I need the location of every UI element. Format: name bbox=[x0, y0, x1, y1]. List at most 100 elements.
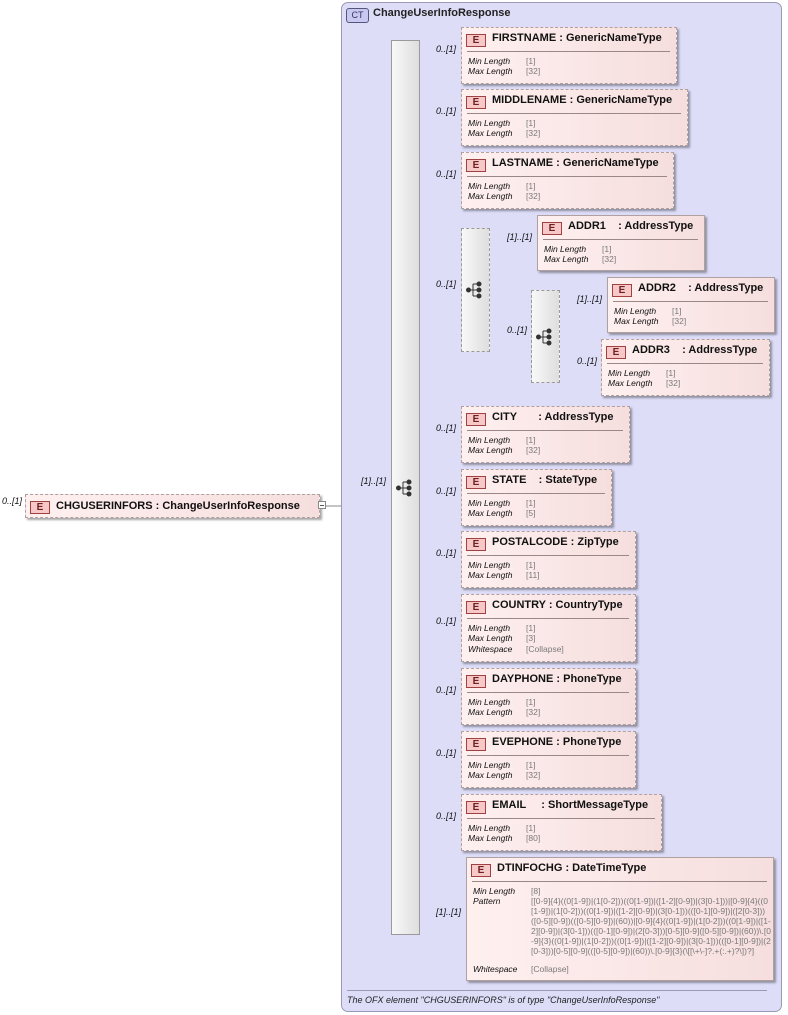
element-email[interactable]: E EMAIL : ShortMessageType Min Length [1… bbox=[461, 794, 662, 851]
element-label: COUNTRY : CountryType bbox=[492, 599, 623, 611]
element-multiplicity: 0..[1] bbox=[436, 169, 457, 179]
element-state[interactable]: E STATE : StateType Min Length [1] Max L… bbox=[461, 469, 612, 526]
facet-value: [1] bbox=[602, 244, 612, 254]
facet-name: Min Length bbox=[608, 368, 651, 378]
group-multiplicity: 0..[1] bbox=[507, 325, 528, 335]
facet-name: Max Length bbox=[468, 770, 513, 780]
element-multiplicity: 0..[1] bbox=[436, 106, 457, 116]
facet-name: Min Length bbox=[468, 697, 511, 707]
element-label: EMAIL : ShortMessageType bbox=[492, 799, 649, 811]
element-multiplicity: 0..[1] bbox=[436, 44, 457, 54]
facet-value: [32] bbox=[666, 378, 681, 388]
facet-name: Max Length bbox=[468, 508, 513, 518]
element-postalcode[interactable]: E POSTALCODE : ZipType Min Length [1] Ma… bbox=[461, 531, 636, 588]
facet-value: [1] bbox=[526, 498, 536, 508]
element-middlename[interactable]: E MIDDLENAME : GenericNameType Min Lengt… bbox=[461, 89, 688, 146]
facet-name: Max Length bbox=[468, 191, 513, 201]
facet-value: [32] bbox=[602, 254, 617, 264]
element-multiplicity: 0..[1] bbox=[436, 486, 457, 496]
element-addr3[interactable]: E ADDR3 : AddressType Min Length [1] Max… bbox=[601, 339, 770, 396]
facet-name: Max Length bbox=[468, 66, 513, 76]
element-multiplicity: 0..[1] bbox=[436, 548, 457, 558]
facet-name: Min Length bbox=[468, 56, 511, 66]
root-element-chguserinfors[interactable]: E CHGUSERINFORS : ChangeUserInfoResponse bbox=[25, 494, 320, 518]
facet-name: Max Length bbox=[468, 445, 513, 455]
address-subgroup-compositor[interactable] bbox=[531, 290, 560, 383]
element-badge: E bbox=[466, 738, 486, 751]
element-badge: E bbox=[466, 601, 486, 614]
element-badge: E bbox=[466, 675, 486, 688]
complex-type-name: ChangeUserInfoResponse bbox=[373, 7, 511, 19]
facet-value: [1] bbox=[526, 118, 536, 128]
group-multiplicity: 0..[1] bbox=[436, 279, 457, 289]
facet-value: [11] bbox=[526, 570, 540, 580]
facet-value: [32] bbox=[526, 445, 541, 455]
facet-name: Min Length bbox=[468, 498, 511, 508]
facet-name: Min Length bbox=[468, 435, 511, 445]
element-badge: E bbox=[471, 864, 491, 877]
sequence-compositor[interactable] bbox=[391, 40, 420, 935]
sequence-multiplicity: [1]..[1] bbox=[361, 476, 387, 486]
facet-value: [5] bbox=[526, 508, 536, 518]
facet-value: [Collapse] bbox=[531, 964, 569, 974]
sequence-icon bbox=[395, 479, 411, 496]
facet-name: Min Length bbox=[468, 181, 511, 191]
element-multiplicity: 0..[1] bbox=[436, 423, 457, 433]
facet-value: [80] bbox=[526, 833, 541, 843]
facet-name: Pattern bbox=[473, 896, 501, 906]
element-dtinfochg[interactable]: E DTINFOCHG : DateTimeType Min Length [8… bbox=[466, 857, 774, 981]
element-badge: E bbox=[466, 538, 486, 551]
element-firstname[interactable]: E FIRSTNAME : GenericNameType Min Length… bbox=[461, 27, 677, 84]
element-badge: E bbox=[542, 222, 562, 235]
facet-name: Max Length bbox=[468, 128, 513, 138]
facet-name: Max Length bbox=[544, 254, 589, 264]
root-element-label: CHGUSERINFORS : ChangeUserInfoResponse bbox=[56, 500, 300, 512]
facet-value: [1] bbox=[666, 368, 676, 378]
facet-value: [1] bbox=[526, 560, 536, 570]
element-dayphone[interactable]: E DAYPHONE : PhoneType Min Length [1] Ma… bbox=[461, 668, 636, 725]
element-country[interactable]: E COUNTRY : CountryType Min Length [1] M… bbox=[461, 594, 636, 662]
address-group-compositor[interactable] bbox=[461, 228, 490, 352]
element-multiplicity: [1]..[1] bbox=[507, 232, 533, 242]
facet-name: Max Length bbox=[608, 378, 653, 388]
element-label: ADDR1 : AddressType bbox=[568, 220, 694, 232]
element-badge: E bbox=[612, 284, 632, 297]
facet-name: Min Length bbox=[473, 886, 516, 896]
element-city[interactable]: E CITY : AddressType Min Length [1] Max … bbox=[461, 406, 630, 463]
element-badge: E bbox=[466, 413, 486, 426]
facet-value: [3] bbox=[526, 633, 536, 643]
facet-value: [1] bbox=[526, 181, 536, 191]
facet-name: Min Length bbox=[614, 306, 657, 316]
element-multiplicity: [1]..[1] bbox=[577, 294, 603, 304]
facet-value: [8] bbox=[531, 886, 541, 896]
element-multiplicity: 0..[1] bbox=[436, 748, 457, 758]
facet-value: [32] bbox=[526, 707, 541, 717]
element-addr2[interactable]: E ADDR2 : AddressType Min Length [1] Max… bbox=[607, 277, 775, 333]
facet-name: Min Length bbox=[544, 244, 587, 254]
sequence-icon bbox=[535, 328, 551, 345]
complex-type-badge: CT bbox=[346, 8, 369, 23]
element-multiplicity: 0..[1] bbox=[577, 356, 598, 366]
facet-value: [1] bbox=[672, 306, 682, 316]
element-multiplicity: 0..[1] bbox=[436, 811, 457, 821]
facet-name: Max Length bbox=[468, 570, 513, 580]
facet-value: [Collapse] bbox=[526, 644, 564, 654]
facet-value: [1] bbox=[526, 435, 536, 445]
element-evephone[interactable]: E EVEPHONE : PhoneType Min Length [1] Ma… bbox=[461, 731, 636, 788]
element-label: ADDR3 : AddressType bbox=[632, 344, 758, 356]
facet-value: [1] bbox=[526, 56, 536, 66]
footer-description: The OFX element "CHGUSERINFORS" is of ty… bbox=[347, 995, 660, 1005]
element-addr1[interactable]: E ADDR1 : AddressType Min Length [1] Max… bbox=[537, 215, 705, 271]
facet-value: [1] bbox=[526, 697, 536, 707]
element-label: STATE : StateType bbox=[492, 474, 598, 486]
sequence-icon bbox=[465, 281, 481, 299]
facet-value: [1] bbox=[526, 760, 536, 770]
element-multiplicity: [1]..[1] bbox=[436, 907, 462, 917]
facet-name: Min Length bbox=[468, 760, 511, 770]
element-lastname[interactable]: E LASTNAME : GenericNameType Min Length … bbox=[461, 152, 674, 209]
element-label: MIDDLENAME : GenericNameType bbox=[492, 94, 673, 106]
root-multiplicity: 0..[1] bbox=[2, 496, 23, 506]
element-badge: E bbox=[466, 801, 486, 814]
facet-name: Max Length bbox=[468, 833, 513, 843]
collapse-toggle[interactable] bbox=[318, 501, 326, 509]
